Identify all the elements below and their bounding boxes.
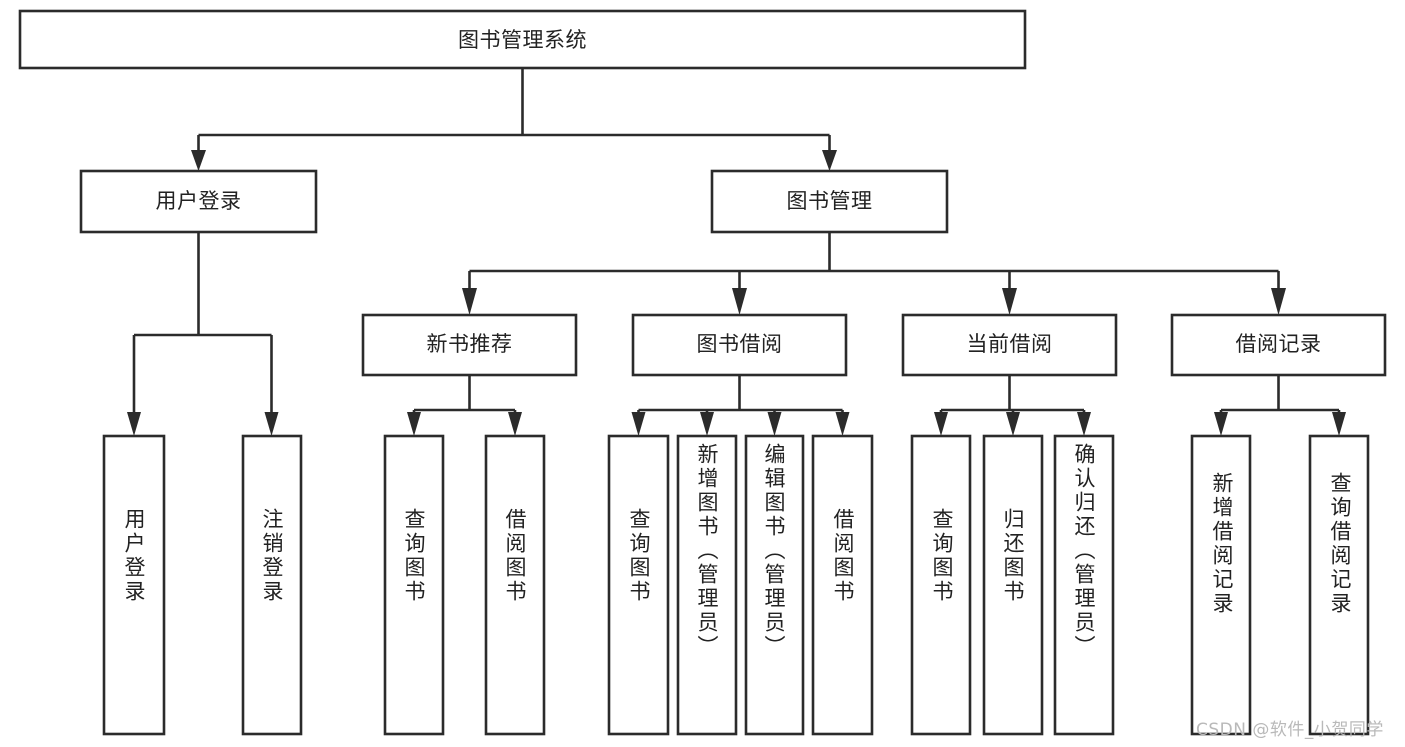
leaf-box-br-add-record[interactable]	[1190, 434, 1252, 736]
node-borrow-record[interactable]	[1170, 313, 1387, 377]
arrowhead-leaf-bb-query-book	[631, 412, 646, 436]
node-book-management-label: 图书管理	[787, 189, 873, 213]
node-user-login-label: 用户登录	[156, 189, 242, 213]
arrowhead-leaf-cb-confirm-return	[1077, 412, 1091, 436]
arrowhead-currentborrow	[1002, 288, 1017, 315]
arrowhead-leaf-br-add-record	[1214, 412, 1228, 436]
node-book-borrow-label: 图书借阅	[697, 332, 783, 356]
leaf-box-cb-query-book[interactable]	[910, 434, 972, 736]
nodes-layer: 图书管理系统 用户登录 图书管理 新书推荐 图书借阅 当前借阅 借阅记录	[18, 9, 1387, 736]
arrowhead-leaf-rec-query-book	[407, 412, 421, 436]
leaf-box-user-login[interactable]	[102, 434, 166, 736]
arrowhead-leaf-logout	[264, 412, 279, 436]
node-new-book-recommend-label: 新书推荐	[427, 332, 513, 356]
node-new-book-recommend[interactable]	[361, 313, 578, 377]
node-root-label: 图书管理系统	[458, 28, 587, 52]
arrowhead-user-login	[191, 150, 206, 171]
arrowhead-leaf-cb-return-book	[1006, 412, 1020, 436]
leaf-box-bb-add-book[interactable]	[676, 434, 738, 736]
leaf-box-cb-confirm-return[interactable]	[1053, 434, 1115, 736]
arrowhead-leaf-bb-borrow-book	[835, 412, 850, 436]
arrowhead-newbook	[462, 288, 477, 315]
leaf-box-rec-borrow-book[interactable]	[484, 434, 546, 736]
arrowhead-leaf-bb-edit-book	[767, 412, 782, 436]
arrowhead-bookborrow	[732, 288, 747, 315]
node-book-management[interactable]	[710, 169, 949, 234]
leaf-box-br-query-record[interactable]	[1308, 434, 1370, 736]
node-root[interactable]	[18, 9, 1027, 70]
node-user-login[interactable]	[79, 169, 318, 234]
node-current-borrow-label: 当前借阅	[967, 332, 1053, 356]
connectors-layer	[127, 68, 1346, 436]
arrowhead-leaf-user-login	[127, 412, 141, 436]
leaf-box-bb-borrow-book[interactable]	[811, 434, 874, 736]
arrowhead-borrowrecord	[1271, 288, 1286, 315]
arrowhead-leaf-br-query-record	[1332, 412, 1346, 436]
node-book-borrow[interactable]	[631, 313, 848, 377]
arrowhead-leaf-cb-query-book	[934, 412, 948, 436]
csdn-watermark: CSDN @软件_小贺同学	[1196, 720, 1384, 740]
leaf-box-bb-edit-book[interactable]	[744, 434, 805, 736]
leaf-box-bb-query-book[interactable]	[607, 434, 670, 736]
arrowhead-leaf-bb-add-book	[700, 412, 714, 436]
arrowhead-book-mgmt	[822, 150, 837, 171]
node-current-borrow[interactable]	[901, 313, 1118, 377]
leaf-box-cb-return-book[interactable]	[982, 434, 1044, 736]
arrowhead-leaf-rec-borrow-book	[508, 412, 522, 436]
leaf-box-logout[interactable]	[241, 434, 303, 736]
leaf-box-rec-query-book[interactable]	[383, 434, 445, 736]
node-borrow-record-label: 借阅记录	[1236, 332, 1322, 356]
